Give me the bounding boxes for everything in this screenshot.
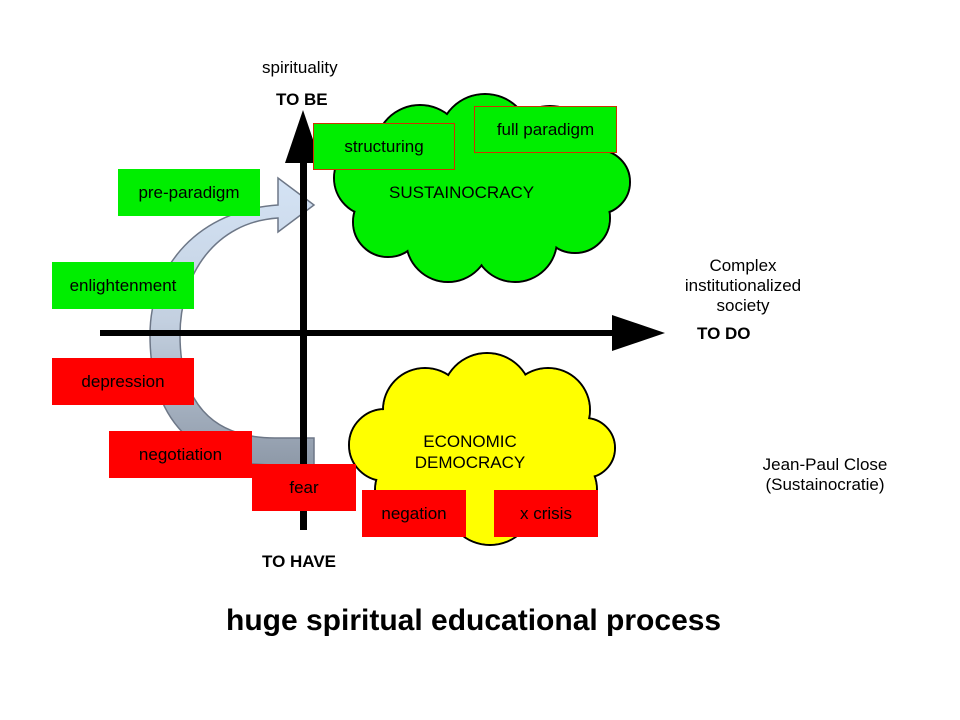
enlightenment-box: enlightenment [52,262,194,309]
depression-box: depression [52,358,194,405]
diagram-title: huge spiritual educational process [226,604,722,637]
to-have-label: TO HAVE [262,552,336,571]
spirituality-label: spirituality [262,58,338,77]
author-label: Jean-Paul Close (Sustainocratie) [745,455,905,495]
democracy-line: DEMOCRACY [414,453,526,472]
complex-line: Complex [709,256,777,275]
author-name: Jean-Paul Close [762,455,888,474]
horizontal-axis-arrow [100,315,665,351]
vertical-axis-arrow [285,110,321,530]
x-crisis-box: x crisis [494,490,598,537]
negation-box: negation [362,490,466,537]
full-paradigm-box: full paradigm [474,106,617,153]
institutionalized-line: institutionalized [684,276,802,295]
author-org: (Sustainocratie) [765,475,885,494]
process-arc-arrow [149,176,316,466]
negotiation-box: negotiation [109,431,252,478]
pre-paradigm-box: pre-paradigm [118,169,260,216]
economic-democracy-label: ECONOMIC DEMOCRACY [405,431,535,473]
sustainocracy-label: SUSTAINOCRACY [389,183,535,202]
fear-box: fear [252,464,356,511]
to-do-label: TO DO [697,324,751,343]
complex-society-label: Complex institutionalized society [668,256,818,316]
economic-line: ECONOMIC [423,432,517,451]
society-line: society [716,296,770,315]
to-be-label: TO BE [276,90,328,109]
structuring-box: structuring [313,123,455,170]
